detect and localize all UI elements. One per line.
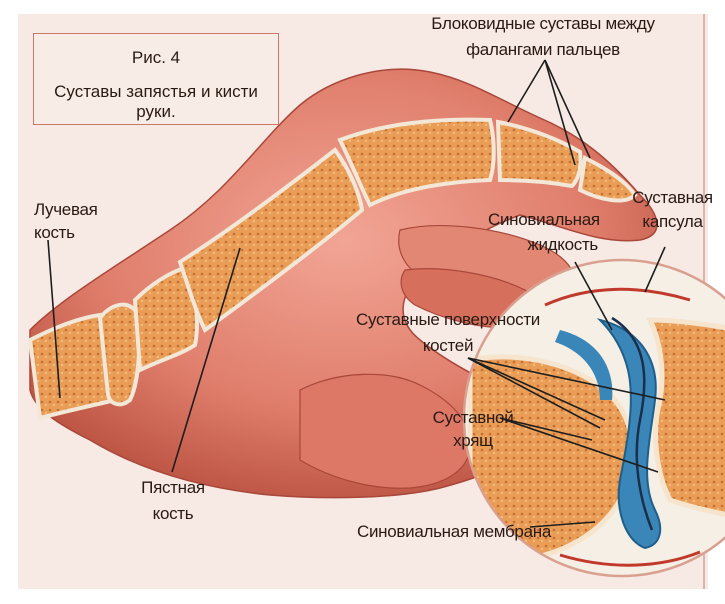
label-interphalangeal-joints: Блоковидные суставы между фалангами паль… — [418, 14, 668, 60]
label-metacarpal-line2: кость — [128, 504, 218, 524]
label-interphalangeal-line1: Блоковидные суставы между — [418, 14, 668, 34]
label-radius: Лучевая кость — [34, 200, 98, 243]
label-metacarpal-line1: Пястная — [128, 478, 218, 498]
label-radius-line2: кость — [34, 223, 98, 243]
figure-title: Суставы запястья и кисти руки. — [34, 82, 278, 122]
label-articular-cartilage-line1: Суставной — [418, 408, 528, 428]
label-synovial-fluid-line2: жидкость — [488, 235, 598, 255]
label-articular-surfaces: Суставные поверхности костей — [348, 310, 548, 356]
figure-caption-box: Рис. 4 Суставы запястья и кисти руки. — [33, 33, 279, 125]
label-interphalangeal-line2: фалангами пальцев — [418, 40, 668, 60]
figure-number: Рис. 4 — [34, 48, 278, 68]
label-articular-surfaces-line1: Суставные поверхности — [348, 310, 548, 330]
label-synovial-fluid-line1: Синовиальная — [488, 210, 598, 230]
label-articular-cartilage: Суставной хрящ — [418, 408, 528, 451]
label-joint-capsule: Суставная капсула — [625, 188, 720, 232]
label-synovial-membrane: Синовиальная мембрана — [357, 522, 551, 542]
label-articular-surfaces-line2: костей — [348, 336, 548, 356]
label-synovial-fluid: Синовиальная жидкость — [488, 210, 598, 255]
label-joint-capsule-line1: Суставная — [625, 188, 720, 208]
label-metacarpal: Пястная кость — [128, 478, 218, 524]
label-articular-cartilage-line2: хрящ — [418, 431, 528, 451]
label-radius-line1: Лучевая — [34, 200, 98, 220]
label-joint-capsule-line2: капсула — [625, 212, 720, 232]
carpal-bone-1 — [100, 305, 139, 405]
